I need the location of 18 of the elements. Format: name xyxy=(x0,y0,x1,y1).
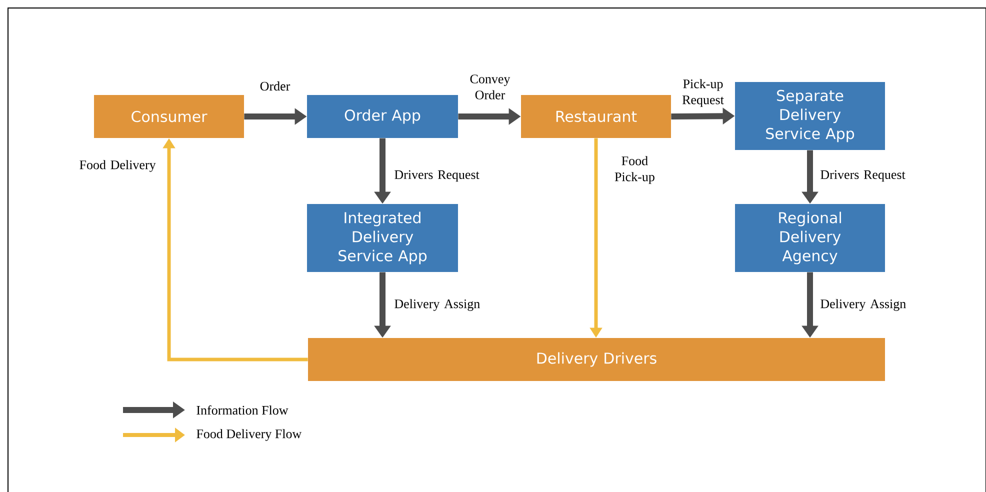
edge-label: Food Delivery xyxy=(80,160,156,172)
edge-label: Convey Order xyxy=(470,74,510,100)
process-box: Separate Delivery Service App xyxy=(735,82,885,150)
edge-label: Drivers Request xyxy=(820,170,906,182)
edge-label: Delivery Assign xyxy=(394,299,480,311)
process-box: Delivery Drivers xyxy=(308,338,885,381)
process-box: Order App xyxy=(307,95,458,138)
legend-label: Information Flow xyxy=(196,405,288,415)
edge-label: Drivers Request xyxy=(394,170,480,182)
edge-label: Order xyxy=(260,81,290,91)
process-box: Integrated Delivery Service App xyxy=(307,204,458,272)
process-box: Regional Delivery Agency xyxy=(735,204,885,272)
edge-label: Delivery Assign xyxy=(820,299,906,311)
process-box: Restaurant xyxy=(521,95,671,138)
legend-label: Food Delivery Flow xyxy=(196,429,302,441)
edge-label: Food Pick-up xyxy=(614,156,654,184)
process-box: Consumer xyxy=(94,95,244,138)
edge-label: Pick-up Request xyxy=(682,79,724,107)
